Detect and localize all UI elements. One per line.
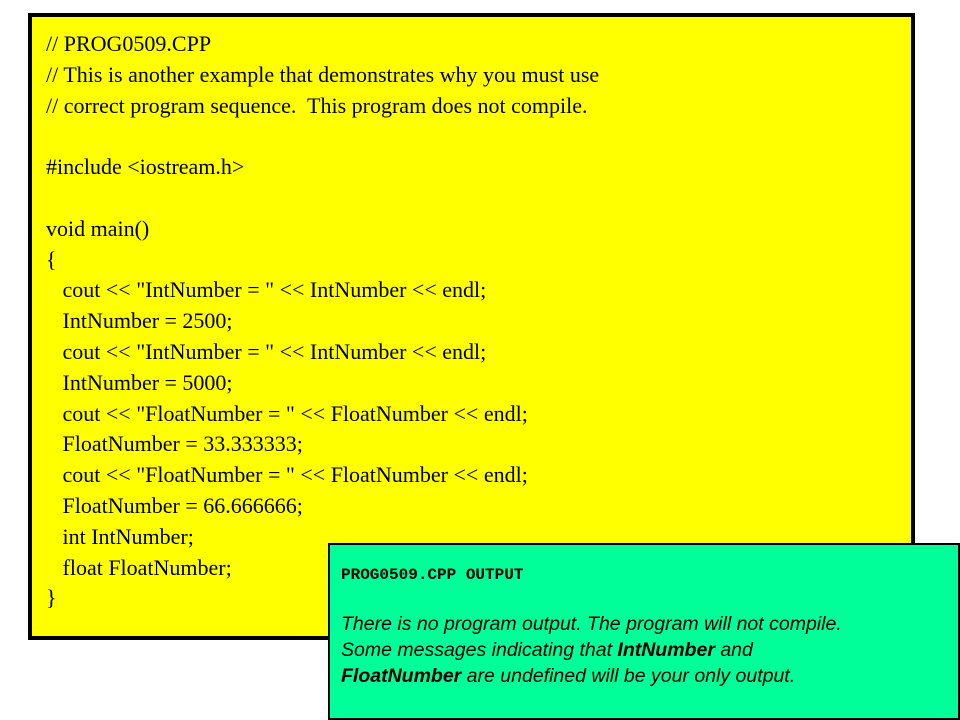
code-line: } xyxy=(46,585,57,611)
code-line: FloatNumber = 66.666666; xyxy=(46,492,303,518)
code-listing-panel: // PROG0509.CPP // This is another exampl… xyxy=(28,13,915,640)
code-line: { xyxy=(46,246,57,272)
code-line: float FloatNumber; xyxy=(46,554,232,580)
code-line xyxy=(46,121,599,152)
code-line: FloatNumber = 33.333333; xyxy=(46,431,303,457)
output-line-1: There is no program output. The program … xyxy=(341,613,842,635)
code-line: // correct program sequence. This progra… xyxy=(46,92,588,118)
code-line: void main() xyxy=(46,215,150,241)
output-callout-panel: PROG0509.CPP OUTPUT There is no program … xyxy=(328,543,960,720)
code-line: // This is another example that demonstr… xyxy=(46,61,600,87)
code-line: IntNumber = 5000; xyxy=(46,369,233,395)
code-line: // PROG0509.CPP xyxy=(46,31,212,56)
code-line xyxy=(46,183,599,214)
code-listing: // PROG0509.CPP // This is another exampl… xyxy=(46,29,599,614)
output-description: There is no program output. The program … xyxy=(341,611,958,689)
output-line-3: FloatNumber are undefined will be your o… xyxy=(341,663,958,689)
code-line: IntNumber = 2500; xyxy=(46,308,233,334)
output-line-3-suffix: are undefined will be your only output. xyxy=(461,665,796,687)
output-line-2-prefix: Some messages indicating that xyxy=(341,639,618,661)
code-line: int IntNumber; xyxy=(46,523,194,549)
output-line-2: Some messages indicating that IntNumber … xyxy=(341,637,958,663)
code-line: cout << "IntNumber = " << IntNumber << e… xyxy=(46,338,487,364)
term-intnumber: IntNumber xyxy=(617,639,715,661)
term-floatnumber: FloatNumber xyxy=(341,665,462,687)
code-line: #include <iostream.h> xyxy=(46,154,245,180)
output-title: PROG0509.CPP OUTPUT xyxy=(341,566,524,584)
code-line: cout << "IntNumber = " << IntNumber << e… xyxy=(46,277,487,303)
output-line-2-suffix: and xyxy=(714,639,753,661)
code-line: cout << "FloatNumber = " << FloatNumber … xyxy=(46,400,528,426)
code-line: cout << "FloatNumber = " << FloatNumber … xyxy=(46,462,528,488)
